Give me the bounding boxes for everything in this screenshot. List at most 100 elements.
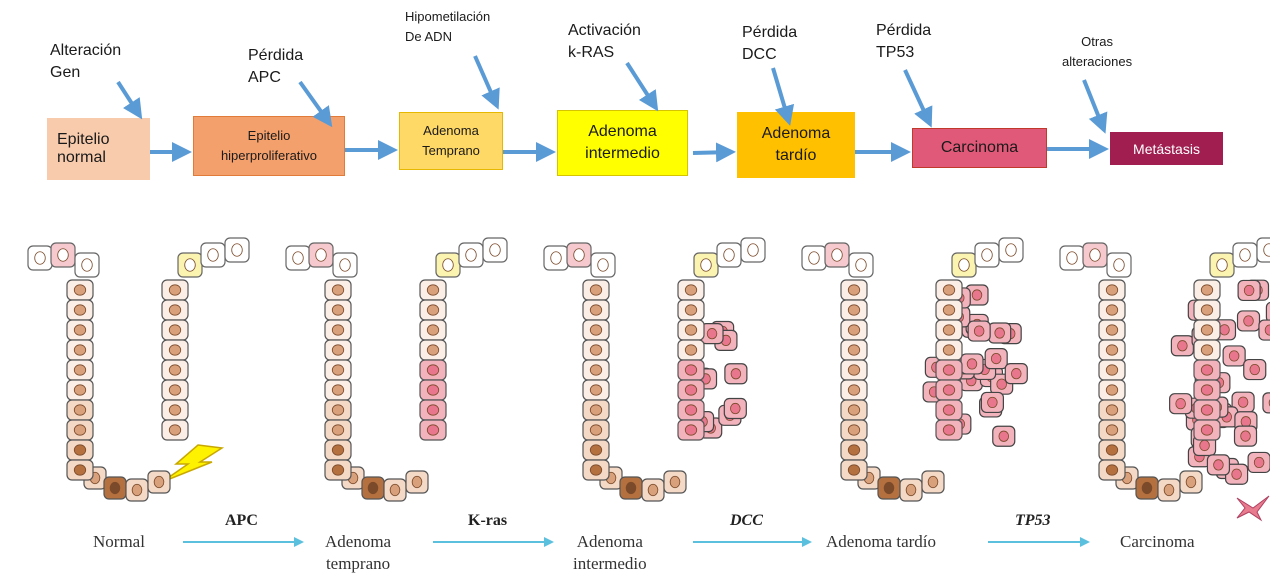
epithelial-cell (162, 340, 188, 360)
epithelial-cell (162, 360, 188, 380)
cell-nucleus (1106, 365, 1117, 375)
epithelial-cell (841, 300, 867, 320)
cell-nucleus (1244, 285, 1254, 295)
epithelial-cell (420, 340, 446, 360)
caption-line: Adenoma tardío (826, 532, 936, 551)
crypt-caption-carcinoma: Carcinoma (1120, 531, 1195, 553)
cell-nucleus (466, 249, 477, 261)
epithelial-cell (583, 340, 609, 360)
cell-nucleus (293, 252, 304, 264)
epithelial-cell (849, 253, 873, 277)
flow-arrow (693, 152, 732, 153)
cell-nucleus (551, 252, 562, 264)
epithelial-cell (841, 400, 867, 420)
cell-nucleus (848, 465, 859, 475)
epithelial-cell (936, 400, 962, 420)
cell-nucleus (848, 385, 859, 395)
cell-nucleus (1220, 325, 1230, 335)
cell-nucleus (626, 482, 636, 493)
cell-nucleus (884, 482, 894, 493)
cell-nucleus (1178, 341, 1188, 351)
cell-nucleus (906, 484, 916, 495)
epithelial-cell (483, 238, 507, 262)
epithelial-cell (28, 246, 52, 270)
epithelial-cell (1266, 302, 1270, 322)
cell-nucleus (590, 305, 601, 315)
epithelial-cell (1099, 440, 1125, 460)
epithelial-cell (384, 479, 406, 501)
caption-line: Adenoma (325, 532, 391, 551)
gene-label-apc: APC (225, 512, 258, 530)
cell-nucleus (74, 465, 85, 475)
epithelial-cell (325, 380, 351, 400)
cell-nucleus (1176, 398, 1186, 408)
epithelial-cell (1194, 400, 1220, 420)
cell-nucleus (332, 445, 343, 455)
epithelial-cell (67, 280, 93, 300)
epithelial-cell (678, 380, 704, 400)
epithelial-cell (1099, 280, 1125, 300)
cell-nucleus (1201, 305, 1212, 315)
epithelial-cell (1263, 393, 1270, 413)
epithelial-cell (724, 399, 746, 419)
event-arrow (773, 68, 789, 122)
epithelial-cell (1223, 346, 1245, 366)
epithelial-cell (1194, 320, 1220, 340)
cell-nucleus (590, 425, 601, 435)
cell-nucleus (943, 305, 954, 315)
crypt-caption-normal: Normal (93, 531, 145, 553)
epithelial-cell (717, 243, 741, 267)
epithelial-cell (678, 360, 704, 380)
cell-nucleus (685, 425, 696, 435)
epithelial-cell (1180, 471, 1202, 493)
event-arrow (627, 63, 656, 108)
cell-nucleus (995, 328, 1005, 338)
crypt-caption-intermediate-adenoma: Adenoma intermedio (573, 531, 647, 575)
epithelial-cell (841, 320, 867, 340)
caption-line: intermedio (573, 554, 647, 573)
cell-nucleus (974, 326, 984, 336)
epithelial-cell (325, 280, 351, 300)
crypt (286, 238, 507, 501)
event-arrow (1084, 80, 1104, 130)
cell-nucleus (928, 476, 938, 487)
caption-line: Normal (93, 532, 145, 551)
epithelial-cell (975, 243, 999, 267)
cell-nucleus (670, 476, 680, 487)
cell-nucleus (1142, 482, 1152, 493)
cell-nucleus (707, 328, 717, 338)
cell-nucleus (390, 484, 400, 495)
cell-nucleus (1106, 305, 1117, 315)
epithelial-cell (841, 280, 867, 300)
cell-nucleus (1090, 249, 1101, 261)
epithelial-cell (67, 320, 93, 340)
cell-nucleus (74, 305, 85, 315)
cell-nucleus (332, 305, 343, 315)
epithelial-cell (325, 440, 351, 460)
cell-nucleus (1244, 316, 1254, 326)
cell-nucleus (590, 285, 601, 295)
cell-nucleus (1232, 469, 1242, 479)
epithelial-cell (436, 253, 460, 277)
epithelial-cell (936, 280, 962, 300)
cell-nucleus (574, 249, 585, 261)
cell-nucleus (848, 405, 859, 415)
cell-nucleus (332, 405, 343, 415)
cell-nucleus (1229, 351, 1239, 361)
epithelial-cell (420, 300, 446, 320)
cell-nucleus (590, 465, 601, 475)
gene-label-kras: K-ras (468, 512, 507, 530)
cell-nucleus (1240, 249, 1251, 261)
cell-nucleus (982, 249, 993, 261)
epithelial-cell (1099, 300, 1125, 320)
epithelial-cell (1194, 360, 1220, 380)
epithelial-cell (1207, 455, 1229, 475)
epithelial-cell (841, 440, 867, 460)
metastatic-cell (1237, 496, 1269, 520)
cell-nucleus (169, 305, 180, 315)
epithelial-cell (1210, 253, 1234, 277)
epithelial-cell (922, 471, 944, 493)
cell-nucleus (1214, 460, 1224, 470)
cell-nucleus (972, 290, 982, 300)
epithelial-cell (1107, 253, 1131, 277)
